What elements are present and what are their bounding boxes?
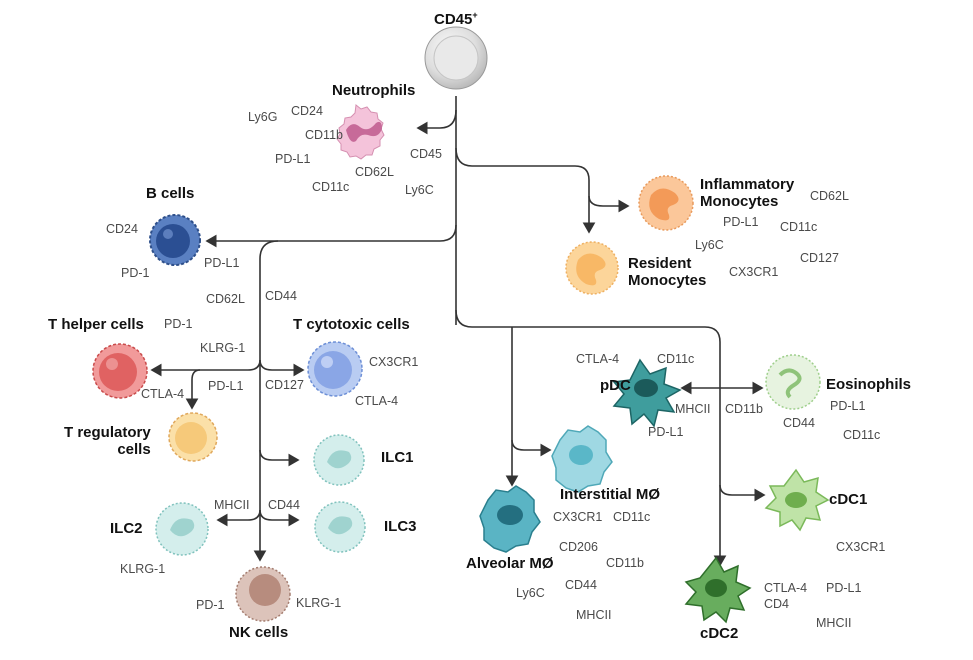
cdc1-title: cDC1	[829, 491, 868, 508]
marker-label: CX3CR1	[836, 540, 886, 554]
t-helper-cell-icon	[92, 343, 148, 399]
t-cytotoxic-cell-icon	[307, 341, 363, 397]
interstitial-macrophage-title: Interstitial MØ	[560, 486, 661, 503]
ilc1-title: ILC1	[381, 449, 414, 466]
marker-label: CD24	[291, 104, 323, 118]
marker-label: CD11c	[312, 180, 350, 194]
t-cytotoxic-title: T cytotoxic cells	[293, 316, 410, 333]
ilc3-cell-icon	[314, 501, 366, 553]
cdc2-title: cDC2	[700, 625, 739, 642]
b-cells-title: B cells	[146, 185, 195, 202]
marker-label: CTLA-4	[141, 387, 185, 401]
marker-label: PD-L1	[648, 425, 684, 439]
marker-label: CD11c	[657, 352, 695, 366]
marker-label: MHCII	[816, 616, 852, 630]
marker-label: CD45	[410, 147, 442, 161]
b-cell-icon	[149, 214, 201, 266]
marker-label: CD24	[106, 222, 138, 236]
marker-label: CD11c	[613, 510, 651, 524]
marker-label: CD11b	[606, 556, 644, 570]
marker-label: PD-1	[164, 317, 193, 331]
marker-label: KLRG-1	[120, 562, 166, 576]
marker-label: PD-1	[196, 598, 225, 612]
marker-label: PD-L1	[208, 379, 244, 393]
marker-label: CX3CR1	[369, 355, 419, 369]
alveolar-macrophage-title: Alveolar MØ	[466, 555, 554, 572]
marker-label: CTLA-4	[764, 581, 808, 595]
cdc2-cell-icon	[684, 556, 752, 624]
marker-label: MHCII	[675, 402, 711, 416]
marker-label: CD62L	[810, 189, 849, 203]
ilc2-title: ILC2	[110, 520, 143, 537]
alveolar-macrophage-icon	[479, 485, 541, 553]
t-regulatory-title: T regulatory cells	[64, 424, 151, 458]
marker-label: PD-L1	[826, 581, 862, 595]
marker-label: Ly6C	[516, 586, 545, 600]
marker-label: KLRG-1	[200, 341, 246, 355]
marker-label: CD11c	[780, 220, 818, 234]
neutrophil-cell-icon	[336, 104, 385, 160]
marker-label: MHCII	[214, 498, 250, 512]
marker-label: CX3CR1	[729, 265, 779, 279]
marker-label: CX3CR1	[553, 510, 603, 524]
marker-label: MHCII	[576, 608, 612, 622]
ilc2-cell-icon	[155, 502, 209, 556]
marker-label: CD62L	[206, 292, 245, 306]
marker-label: PD-1	[121, 266, 150, 280]
pdc-title: pDC	[600, 377, 631, 394]
marker-label: CD127	[265, 378, 304, 392]
marker-label: Ly6G	[248, 110, 278, 124]
marker-label: PD-L1	[723, 215, 759, 229]
marker-label: Ly6C	[695, 238, 724, 252]
t-regulatory-cell-icon	[168, 412, 218, 462]
marker-label: PD-L1	[204, 256, 240, 270]
t-helper-title: T helper cells	[48, 316, 144, 333]
neutrophils-title: Neutrophils	[332, 82, 416, 99]
marker-label: CD4	[764, 597, 790, 611]
eosinophils-title: Eosinophils	[826, 376, 912, 393]
cd45-title: CD45+	[434, 10, 478, 28]
nk-cell-icon	[235, 566, 291, 622]
marker-label: CD44	[268, 498, 300, 512]
pdc-cell-icon	[612, 358, 682, 428]
cd45-cell-icon	[424, 26, 488, 90]
marker-label: CTLA-4	[355, 394, 399, 408]
resident-monocyte-icon	[565, 241, 619, 295]
marker-label: CD11b	[725, 402, 763, 416]
inflammatory-monocyte-icon	[638, 175, 694, 231]
marker-label: CD44	[565, 578, 597, 592]
marker-label: CD62L	[355, 165, 394, 179]
ilc3-title: ILC3	[384, 518, 417, 535]
inflammatory-monocytes-title: Inflammatory Monocytes	[700, 176, 795, 210]
marker-label: PD-L1	[830, 399, 866, 413]
interstitial-macrophage-icon	[551, 425, 613, 493]
marker-label: CD44	[265, 289, 297, 303]
nk-cells-title: NK cells	[229, 624, 289, 641]
marker-label: Ly6C	[405, 183, 434, 197]
marker-label: CTLA-4	[576, 352, 620, 366]
marker-label: KLRG-1	[296, 596, 342, 610]
marker-label: CD206	[559, 540, 598, 554]
ilc1-cell-icon	[313, 434, 365, 486]
marker-label: CD44	[783, 416, 815, 430]
eosinophil-cell-icon	[765, 354, 821, 410]
marker-label: PD-L1	[275, 152, 311, 166]
marker-label: CD127	[800, 251, 839, 265]
marker-label: CD11c	[843, 428, 881, 442]
marker-label: CD11b	[305, 128, 343, 142]
cdc1-cell-icon	[764, 468, 830, 532]
resident-monocytes-title: Resident Monocytes	[628, 255, 707, 289]
